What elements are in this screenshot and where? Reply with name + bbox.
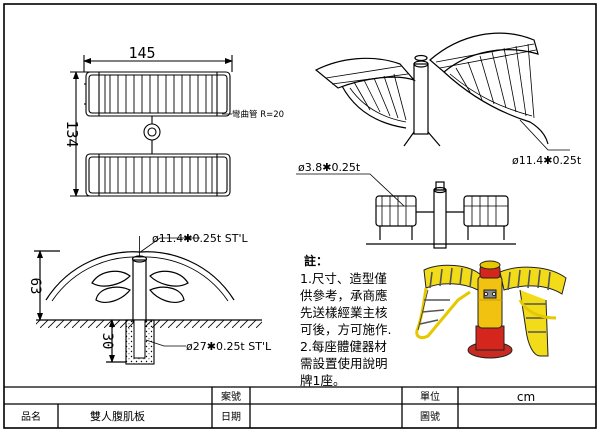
iso-tube-spec: ø11.4✱0.25t: [512, 154, 582, 167]
note-line: 先送樣經業主核: [300, 305, 388, 320]
sheet-border: [3, 3, 597, 429]
height-dimension: 134: [63, 120, 81, 147]
front-view: [296, 173, 516, 249]
note-line: 供參考，承商應: [300, 288, 388, 303]
drawing-no-label: 圖號: [420, 410, 440, 423]
isometric-view: [314, 32, 570, 151]
notes-heading: 註：: [304, 253, 328, 268]
width-dimension: 145: [128, 44, 155, 62]
name-label: 品名: [21, 410, 41, 423]
unit-value: cm: [517, 390, 535, 404]
small-tube-spec: ø3.8✱0.25t: [298, 161, 361, 174]
note-line: 可後，方可施作.: [300, 322, 391, 337]
unit-label: 單位: [420, 390, 440, 403]
top-tube-spec: ø11.4✱0.25t ST'L: [152, 232, 248, 245]
date-label: 日期: [221, 411, 241, 423]
embed-depth-dimension: 30: [99, 333, 115, 350]
note-line: 1.尺寸、造型僅: [300, 271, 387, 286]
notes-list: 1.尺寸、造型僅 供參考，承商應 先送樣經業主核 可後，方可施作. 2.每座體健…: [300, 271, 391, 388]
title-block: [4, 386, 596, 428]
side-height-dimension: 63: [27, 278, 43, 295]
note-line: 牌1座。: [300, 373, 345, 388]
case-no-label: 案號: [221, 390, 241, 403]
note-line: 2.每座體健器材: [300, 339, 387, 354]
post-spec: ø27✱0.25t ST'L: [186, 340, 272, 353]
product-render: [415, 260, 567, 359]
foundation-post: [133, 319, 146, 359]
note-line: 需設置使用說明: [300, 356, 388, 371]
pipe-radius-note: 彎曲管 R=20: [232, 109, 284, 120]
name-value: 雙人腹肌板: [90, 409, 145, 423]
top-view: [70, 55, 233, 197]
